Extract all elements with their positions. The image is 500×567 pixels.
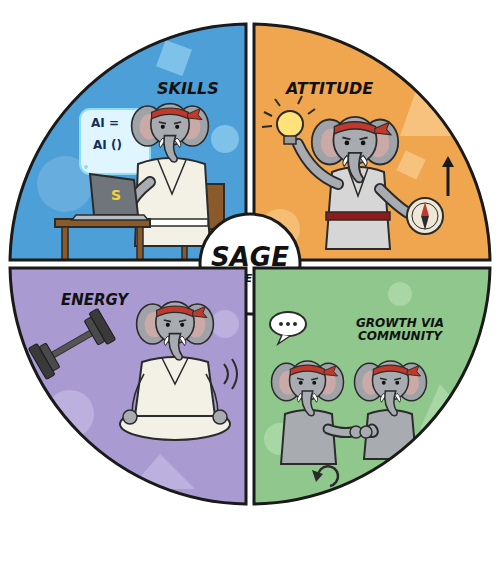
art-polygon bbox=[90, 174, 138, 215]
art-path bbox=[254, 268, 490, 504]
art-circle bbox=[277, 111, 303, 137]
quadrant-title: GROWTH VIA COMMUNITY bbox=[345, 317, 455, 343]
art-use bbox=[355, 361, 427, 416]
art-path bbox=[10, 24, 246, 260]
art-circle bbox=[407, 198, 443, 234]
art-polygon bbox=[421, 202, 429, 216]
code-label: AI = bbox=[91, 117, 119, 130]
art-circle bbox=[286, 322, 290, 326]
art-circle bbox=[279, 322, 283, 326]
art-path bbox=[328, 429, 352, 433]
art-use bbox=[272, 361, 344, 416]
art-rect bbox=[396, 150, 425, 179]
art-circle bbox=[213, 410, 227, 424]
art-rect bbox=[284, 136, 296, 144]
art-circle bbox=[211, 310, 239, 338]
art-path bbox=[162, 358, 188, 384]
art-path bbox=[254, 24, 490, 260]
quadrant-title: ATTITUDE bbox=[286, 80, 373, 98]
art-path bbox=[206, 374, 218, 414]
art-line bbox=[447, 166, 450, 196]
energy-quadrant: ENERGY bbox=[10, 264, 250, 504]
art-rect bbox=[326, 212, 390, 220]
growth-quadrant: GROWTH VIA COMMUNITY bbox=[250, 264, 490, 504]
art-circle bbox=[211, 125, 239, 153]
art-rect bbox=[39, 343, 60, 371]
art-circle bbox=[412, 203, 438, 229]
energy-illustration bbox=[10, 264, 250, 504]
code-label: AI () bbox=[93, 139, 122, 152]
art-polygon bbox=[72, 215, 148, 220]
art-path bbox=[135, 357, 215, 416]
art-polygon bbox=[421, 216, 429, 230]
art-use bbox=[137, 302, 214, 360]
art-rect bbox=[84, 317, 105, 345]
art-path bbox=[254, 24, 490, 260]
art-circle bbox=[84, 165, 88, 169]
art-path bbox=[135, 158, 210, 246]
art-path bbox=[278, 335, 290, 344]
art-path bbox=[380, 189, 410, 214]
quadrant-title: SKILLS bbox=[157, 80, 219, 98]
art-rect bbox=[62, 227, 68, 261]
skills-art bbox=[37, 40, 239, 261]
art-path bbox=[328, 429, 352, 433]
art-path bbox=[10, 268, 246, 504]
laptop-logo: S bbox=[111, 188, 121, 203]
art-path bbox=[254, 268, 490, 504]
art-path bbox=[281, 410, 336, 464]
quadrant-title: ENERGY bbox=[61, 292, 128, 309]
art-polygon bbox=[442, 156, 454, 167]
art-circle bbox=[46, 390, 94, 438]
energy-art bbox=[28, 302, 239, 489]
art-use bbox=[312, 117, 398, 183]
art-circle bbox=[360, 426, 372, 438]
art-polygon bbox=[420, 384, 475, 429]
art-path bbox=[380, 189, 410, 214]
art-circle bbox=[388, 282, 412, 306]
growth-illustration bbox=[250, 264, 490, 504]
art-path bbox=[10, 268, 246, 504]
art-polygon bbox=[312, 470, 323, 482]
growth-art bbox=[264, 282, 475, 486]
art-circle bbox=[123, 410, 137, 424]
art-ellipse bbox=[270, 312, 306, 336]
art-polygon bbox=[130, 454, 195, 489]
art-path bbox=[10, 24, 246, 260]
art-circle bbox=[293, 322, 297, 326]
art-rect bbox=[137, 227, 143, 261]
art-path bbox=[224, 359, 237, 389]
art-use bbox=[132, 104, 209, 162]
art-rect bbox=[156, 40, 192, 76]
art-path bbox=[158, 160, 186, 194]
art-g bbox=[28, 308, 115, 379]
attitude-art bbox=[260, 79, 455, 249]
art-path bbox=[132, 374, 144, 414]
